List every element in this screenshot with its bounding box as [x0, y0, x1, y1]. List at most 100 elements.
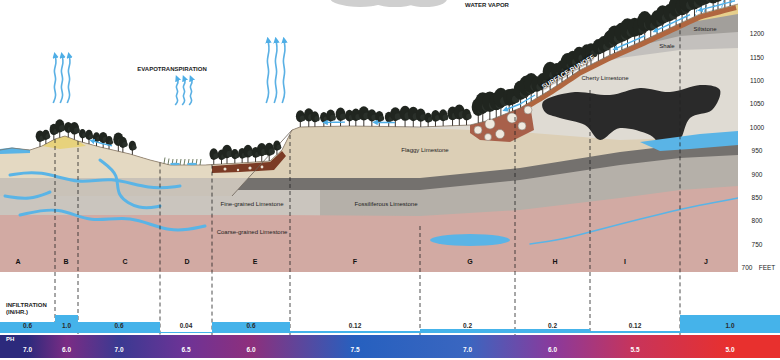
boulder — [474, 126, 482, 134]
tree-crown — [129, 141, 136, 151]
tree-crown — [119, 137, 127, 148]
infiltration-value: 0.12 — [349, 323, 362, 330]
tree-crown — [132, 145, 137, 150]
tree-crown — [416, 108, 426, 121]
infiltration-bar — [515, 329, 590, 333]
ph-cell: 7.0 — [420, 343, 515, 358]
elevation-label: 950 — [752, 147, 763, 154]
infiltration-cell: 1.0 — [55, 315, 78, 333]
infiltration-cell: 0.6 — [0, 315, 55, 333]
runoff-arrow — [325, 121, 345, 123]
ph-value: 6.0 — [548, 347, 557, 354]
zone-divider — [515, 110, 516, 335]
infiltration-value: 0.2 — [548, 323, 557, 330]
ph-cell: 6.0 — [515, 343, 590, 358]
boulder — [507, 113, 517, 123]
ph-value: 5.0 — [725, 347, 734, 354]
zone-letter: J — [704, 258, 708, 266]
elevation-label: 750 — [752, 241, 763, 248]
ph-cell: 6.0 — [55, 343, 78, 358]
tree-crown — [243, 145, 252, 158]
evapotranspiration-arrow — [282, 40, 285, 103]
tree-crown — [45, 134, 50, 139]
tree-crown — [367, 109, 376, 121]
infiltration-cell: 0.2 — [515, 315, 590, 333]
zone-letter: F — [353, 258, 357, 266]
groundwater-channel — [530, 198, 738, 244]
reed — [180, 159, 181, 165]
tree-crown — [379, 116, 384, 121]
tree-crown — [74, 127, 80, 133]
ground — [0, 0, 738, 275]
ground-surface — [0, 4, 738, 165]
tree-crown — [109, 140, 113, 144]
pebble — [224, 168, 227, 171]
sky — [330, 0, 732, 16]
zone-divider — [160, 163, 161, 336]
coarse-grained-limestone-layer — [0, 186, 738, 275]
tree-crown — [79, 129, 86, 138]
elevation-label: 1200 — [750, 30, 764, 37]
infiltration-value: 0.2 — [463, 323, 472, 330]
elevation-label: 900 — [752, 171, 763, 178]
elevation-label: 1050 — [750, 100, 764, 107]
infiltration-value: 0.04 — [180, 323, 193, 330]
evapotranspiration-arrow — [182, 78, 185, 105]
tree-crown — [85, 130, 93, 140]
runoff-arrow — [92, 141, 112, 146]
zone-divider — [590, 90, 591, 335]
tree-trunk — [730, 0, 731, 6]
ph-cell: 7.0 — [78, 343, 160, 358]
evapotranspiration-arrow — [189, 78, 192, 105]
elevation-label: 800 — [752, 217, 763, 224]
water-lens — [640, 131, 738, 151]
boulder — [485, 119, 495, 129]
evapotranspiration-arrow — [53, 55, 56, 103]
zone-letter: C — [122, 258, 127, 266]
zone-letter: I — [624, 258, 626, 266]
ph-value: 6.0 — [62, 347, 71, 354]
rock-layer-label: Fine-grained Limestone — [220, 201, 283, 208]
sandy-layer — [0, 0, 292, 200]
ph-value: 7.5 — [350, 347, 359, 354]
zone-letter: G — [467, 258, 472, 266]
reed — [168, 159, 169, 165]
tree-crown — [314, 116, 319, 121]
infiltration-cell: 0.6 — [212, 315, 290, 333]
ph-cell: 5.5 — [590, 343, 680, 358]
infiltration-value: 1.0 — [62, 323, 71, 330]
elevation-label: 700 — [742, 264, 753, 271]
tree-crown — [711, 0, 725, 2]
ph-value: 6.5 — [181, 347, 190, 354]
rock-layer-label: Shale — [659, 43, 674, 50]
ph-value: 6.0 — [246, 347, 255, 354]
tree-crown — [55, 119, 65, 132]
zone-divider — [420, 226, 421, 335]
evapotranspiration-arrow — [175, 78, 178, 105]
zone-divider — [78, 141, 79, 335]
evapotranspiration-arrow — [266, 40, 269, 103]
tree-crown — [443, 115, 449, 121]
tree-crown — [462, 109, 471, 121]
infiltration-bar — [290, 331, 420, 333]
trees — [36, 0, 740, 164]
groundwater-channel — [100, 160, 160, 208]
tree-crown — [296, 110, 305, 122]
pebble — [248, 166, 251, 169]
row-heading: INFILTRATION (IN/HR.) — [6, 302, 52, 316]
infiltration-value: 0.6 — [23, 323, 32, 330]
cloud — [403, 0, 447, 7]
zone-divider — [290, 135, 291, 335]
elevation-label: 1150 — [750, 54, 764, 61]
puddle — [187, 163, 197, 165]
tree-crown — [70, 122, 79, 135]
reed — [184, 159, 185, 165]
zone-letter: E — [253, 258, 258, 266]
zone-divider — [212, 165, 213, 335]
ph-value: 7.0 — [114, 347, 123, 354]
rock-layer-label: Siltstone — [693, 26, 716, 33]
zone-letter: A — [15, 258, 20, 266]
infiltration-value: 0.12 — [629, 323, 642, 330]
infiltration-cell: 0.12 — [590, 315, 680, 333]
